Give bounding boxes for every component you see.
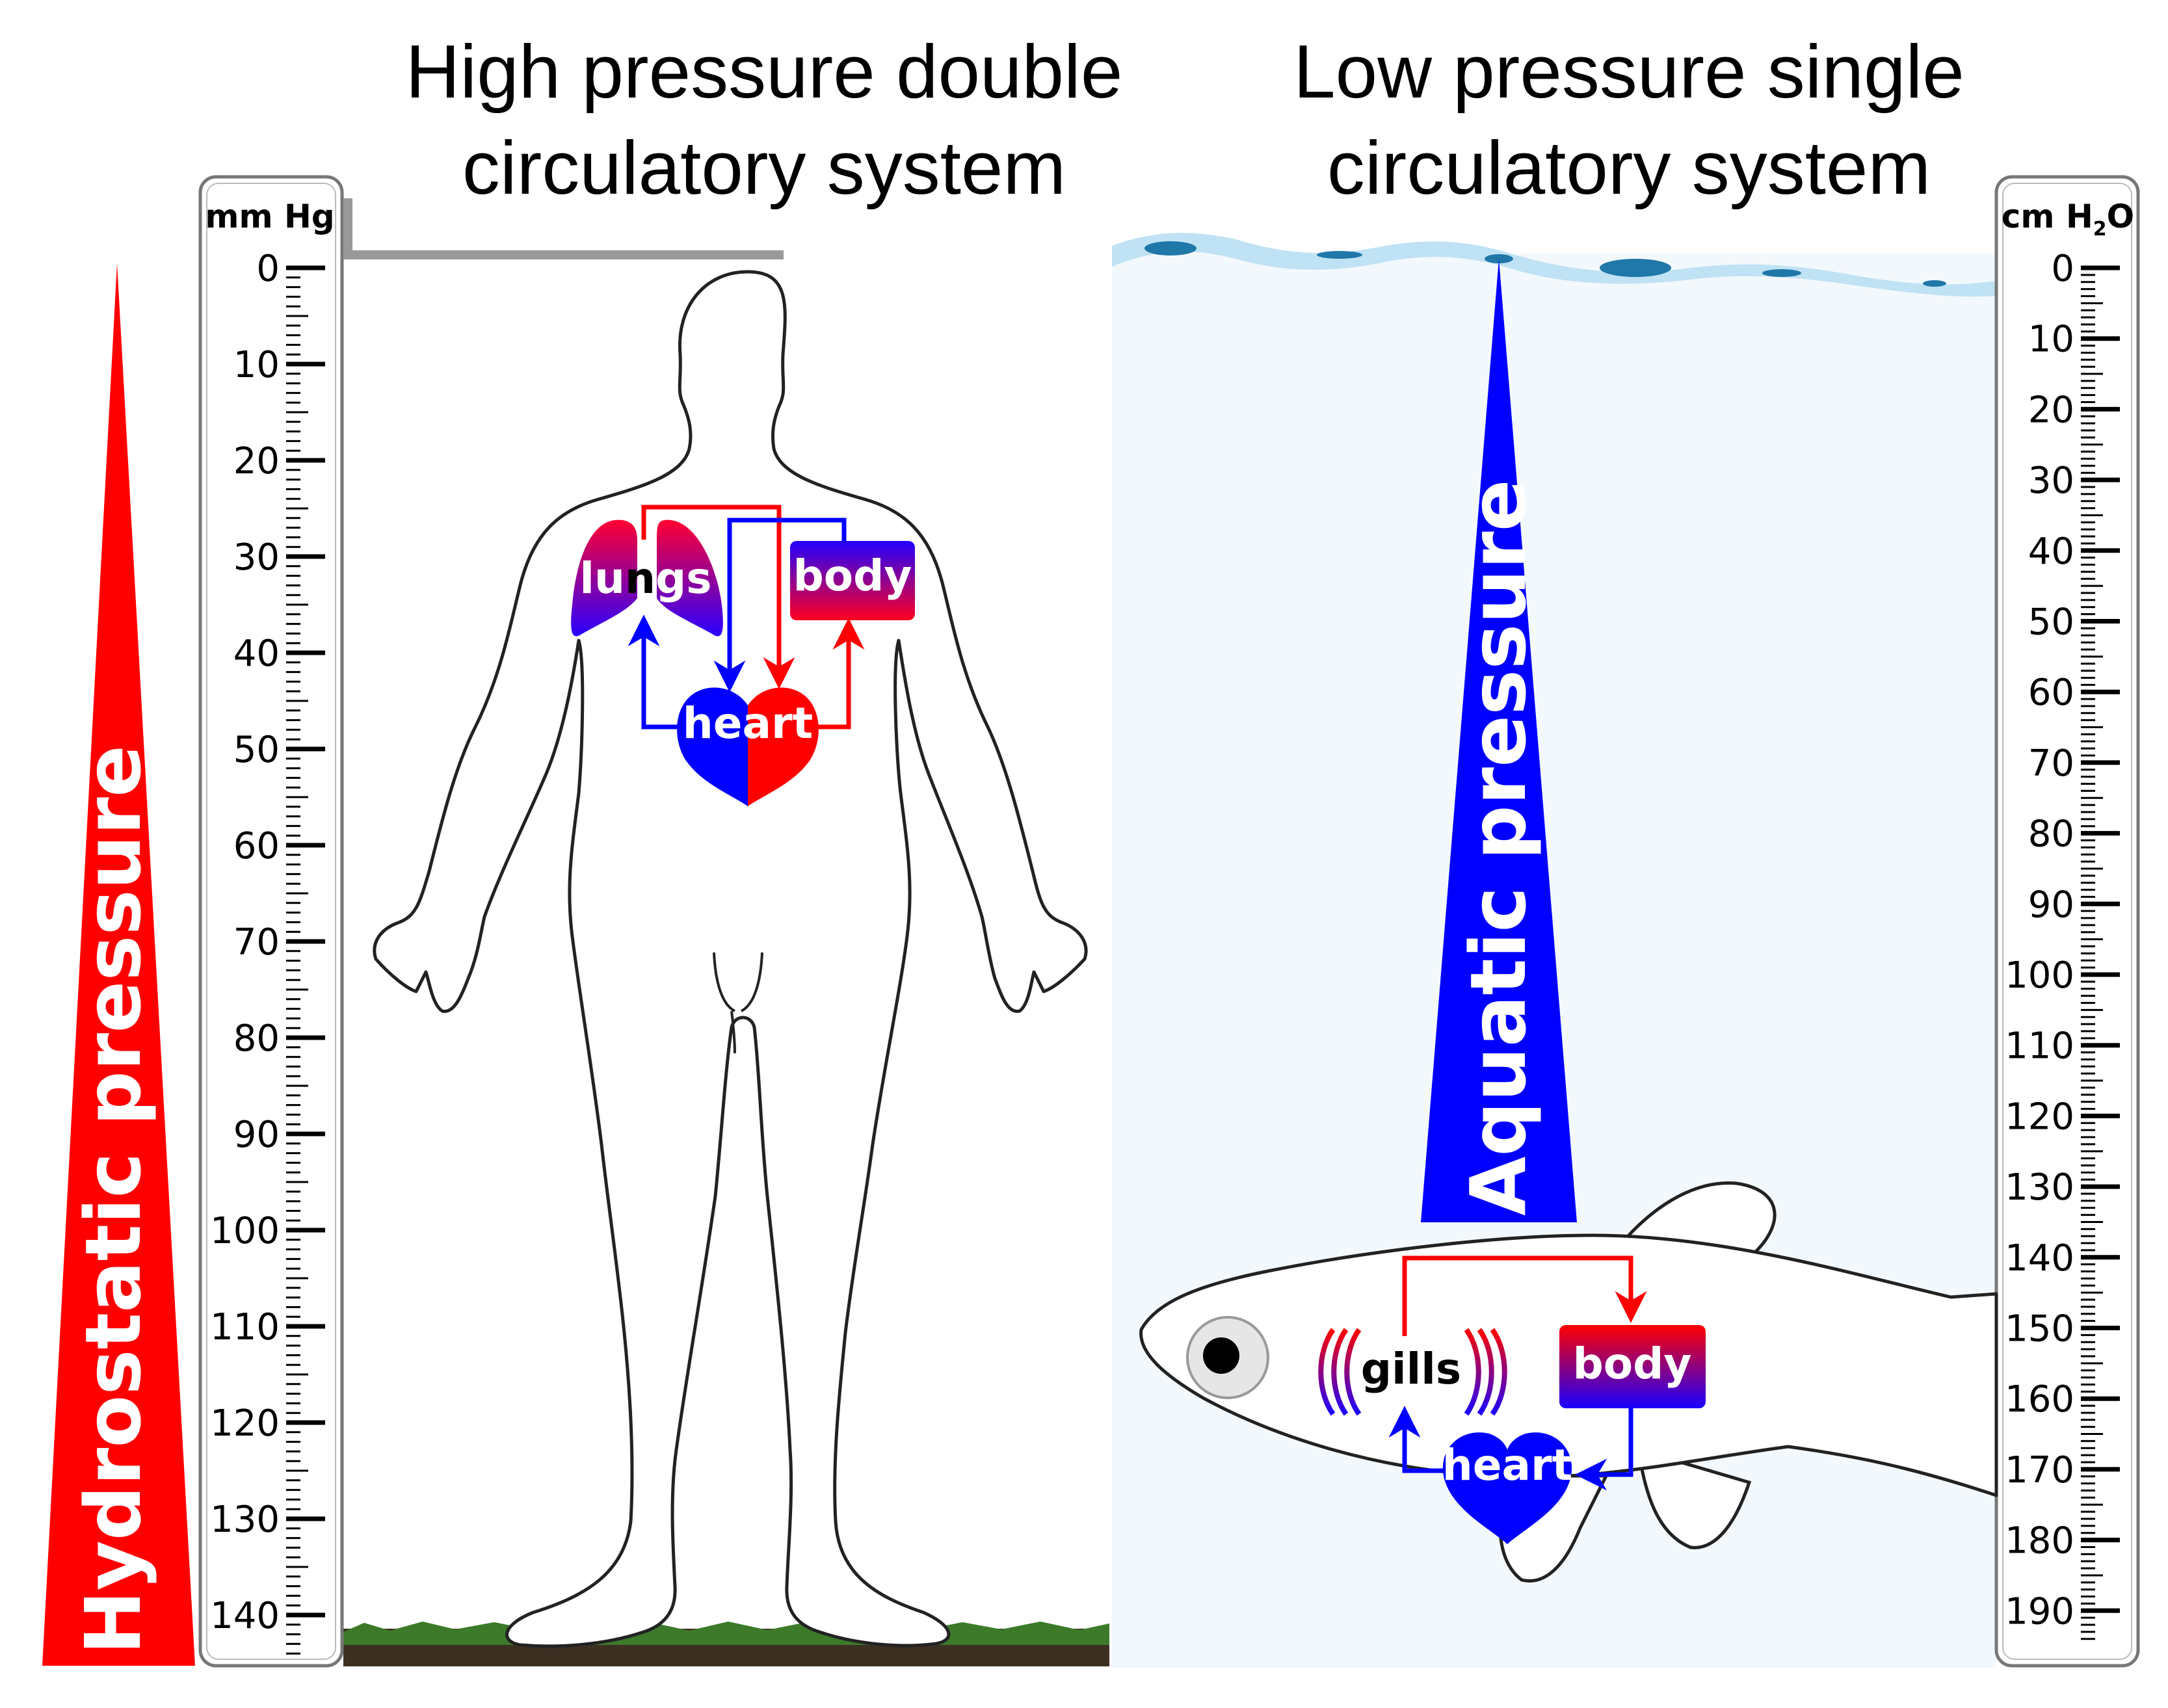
mmhg-tick-label: 120 (210, 1402, 280, 1445)
fish-heart-shape (1442, 1432, 1572, 1544)
arrow-body-to-heart (713, 518, 847, 692)
mmhg-tick-label: 50 (233, 729, 280, 771)
left-title-line1: High pressure double (406, 29, 1123, 114)
fish-body-label: body (1573, 1339, 1692, 1389)
left-lung-shape (571, 519, 637, 637)
mmhg-tick-label: 110 (210, 1306, 280, 1348)
aquatic-pressure-label: Aquatic pressure (1453, 479, 1543, 1216)
mmhg-tick-label: 90 (233, 1114, 280, 1156)
cmh2o-unit-label: cm H2O (2002, 198, 2134, 241)
mmhg-tick-label: 70 (233, 921, 280, 964)
human-heart-right (748, 687, 819, 806)
mmhg-tick-labels: 0 10 20 30 40 50 60 70 80 90 100 110 120 130 140 (210, 248, 280, 1637)
cmh2o-tick-label: 80 (2028, 813, 2074, 856)
mmhg-tick-label: 10 (233, 344, 280, 386)
cmh2o-tick-label: 190 (2005, 1590, 2074, 1633)
lungs-label: lungs (579, 553, 711, 603)
human-heart-left (677, 687, 748, 806)
human-silhouette (373, 270, 1088, 1648)
cmh2o-ruler: cm H2O 0 10 20 30 40 50 60 70 80 90 100 110 120 130 14… (1994, 175, 2140, 1668)
cmh2o-tick-label: 90 (2028, 884, 2074, 926)
cmh2o-tick-label: 180 (2005, 1520, 2074, 1562)
water-surface-waves (1144, 241, 1946, 287)
cmh2o-tick-label: 20 (2028, 389, 2074, 431)
fish-circulation: gills body heart (1318, 1255, 1706, 1544)
fish-eye-pupil (1203, 1337, 1239, 1374)
arrow-lungs-to-heart (641, 505, 795, 689)
arrow-body-to-heart-fish (1575, 1408, 1633, 1491)
mmhg-tick-label: 130 (210, 1499, 280, 1541)
cmh2o-tick-label: 140 (2005, 1237, 2074, 1280)
right-title-line2: circulatory system (1327, 125, 1931, 210)
cmh2o-tick-label: 100 (2005, 954, 2074, 997)
mmhg-tick-label: 30 (233, 536, 280, 579)
cmh2o-tick-label: 10 (2028, 319, 2074, 361)
right-title-line1: Low pressure single (1293, 29, 1964, 114)
left-title: High pressure double circulatory system (406, 29, 1123, 210)
mmhg-ruler: mm Hg 0 10 20 30 40 50 60 70 80 90 100 110 120 130 140 (198, 175, 344, 1668)
cmh2o-tick-label: 170 (2005, 1449, 2074, 1491)
fish-anal-fin (1636, 1447, 1752, 1549)
human-body-box (790, 541, 915, 620)
gills-label: gills (1361, 1344, 1461, 1394)
water-surface (1112, 233, 1996, 297)
mmhg-tick-label: 80 (233, 1018, 280, 1060)
mmhg-tick-label: 0 (256, 248, 280, 290)
cmh2o-tick-label: 150 (2005, 1308, 2074, 1350)
fish-body-box (1559, 1325, 1706, 1408)
cmh2o-tick-label: 60 (2028, 672, 2074, 714)
cmh2o-tick-label: 70 (2028, 742, 2074, 785)
arrow-gills-to-body (1402, 1255, 1647, 1336)
ruler-shelf (343, 198, 784, 259)
right-lung-shape (657, 519, 723, 637)
hydrostatic-pressure-wedge (42, 263, 195, 1666)
mmhg-ticks (286, 265, 325, 1655)
cmh2o-tick-label: 110 (2005, 1025, 2074, 1068)
arrow-heart-to-lungs (628, 614, 686, 729)
aquatic-pressure-wedge (1421, 259, 1577, 1222)
cmh2o-tick-labels: 0 10 20 30 40 50 60 70 80 90 100 110 120 130 140 150 160… (2005, 248, 2074, 1633)
arrow-heart-to-body (810, 618, 865, 729)
right-title: Low pressure single circulatory system (1293, 29, 1964, 210)
arrow-heart-to-gills (1388, 1406, 1445, 1473)
cmh2o-tick-label: 130 (2005, 1166, 2074, 1209)
ground (343, 1621, 1109, 1666)
human-heart-label: heart (683, 698, 813, 748)
mmhg-tick-label: 20 (233, 440, 280, 482)
fish-heart-label: heart (1442, 1440, 1572, 1490)
hydrostatic-pressure-label: Hydrostatic pressure (68, 745, 158, 1655)
mmhg-unit-label: mm Hg (205, 198, 334, 235)
mmhg-tick-label: 140 (210, 1595, 280, 1637)
cmh2o-tick-label: 160 (2005, 1378, 2074, 1421)
cmh2o-tick-label: 30 (2028, 460, 2074, 502)
mmhg-tick-label: 60 (233, 825, 280, 867)
cmh2o-tick-label: 40 (2028, 531, 2074, 573)
cmh2o-ticks (2081, 265, 2120, 1640)
human-body-label: body (793, 551, 912, 601)
mmhg-tick-label: 40 (233, 633, 280, 675)
human-groin-detail (713, 952, 763, 1054)
human-circulation: lungs body heart (571, 505, 915, 806)
cmh2o-tick-label: 120 (2005, 1096, 2074, 1138)
mmhg-tick-label: 100 (210, 1210, 280, 1252)
left-title-line2: circulatory system (462, 125, 1066, 210)
gills-icon (1318, 1328, 1507, 1416)
cmh2o-tick-label: 0 (2051, 248, 2074, 290)
cmh2o-tick-label: 50 (2028, 601, 2074, 644)
